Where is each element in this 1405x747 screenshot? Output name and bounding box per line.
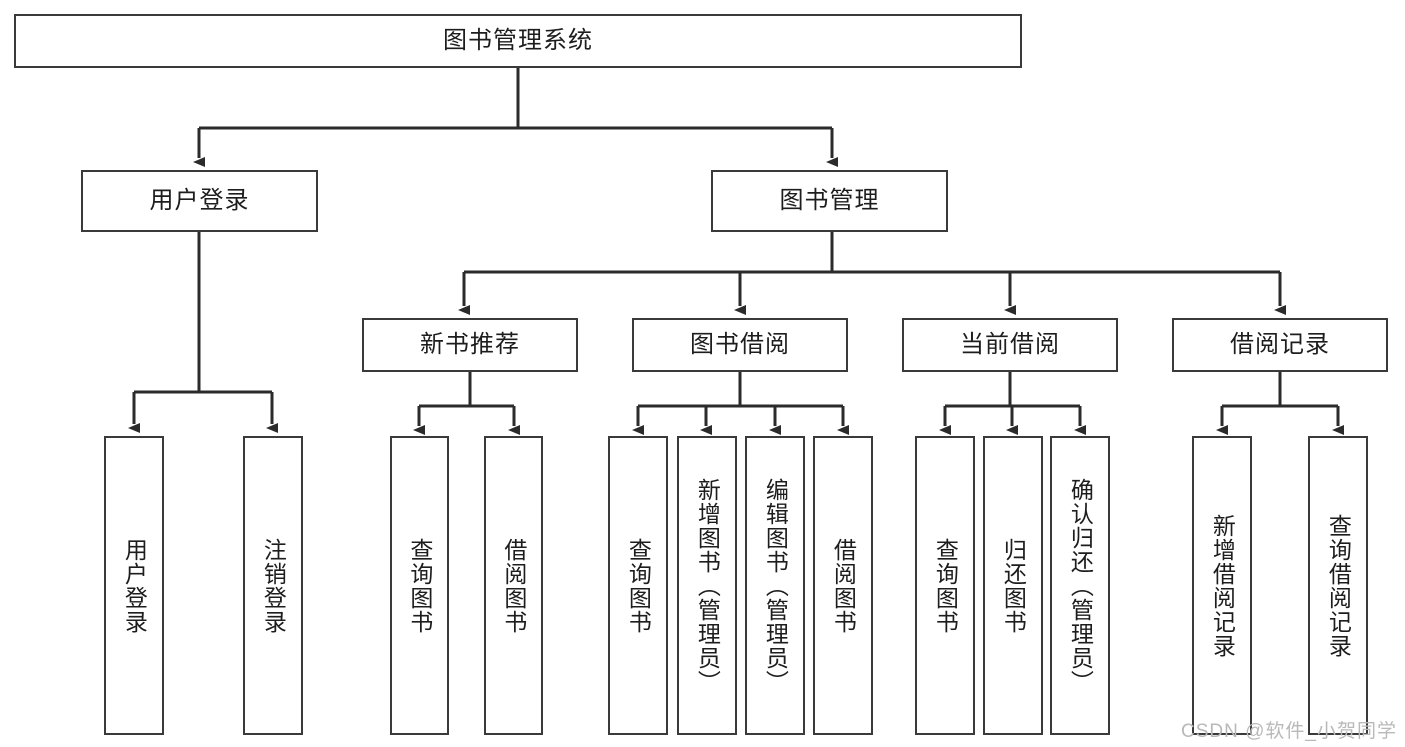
node-book-borrow[interactable]: 图书借阅 xyxy=(632,318,848,372)
leaf-borrow-add-book-admin-label: 新增图书（管理员） xyxy=(694,477,721,694)
node-current-borrow[interactable]: 当前借阅 xyxy=(902,318,1118,372)
node-root-label: 图书管理系统 xyxy=(443,26,593,54)
leaf-borrow-edit-book-admin-label: 编辑图书（管理员） xyxy=(762,477,789,694)
leaf-record-add-record[interactable]: 新增借阅记录 xyxy=(1192,436,1252,735)
leaf-user-login-login[interactable]: 用户登录 xyxy=(104,436,164,735)
node-user-login-label: 用户登录 xyxy=(149,186,250,214)
node-new-book-recommend[interactable]: 新书推荐 xyxy=(362,318,578,372)
leaf-borrow-query-book-label: 查询图书 xyxy=(625,537,652,634)
node-book-management-label: 图书管理 xyxy=(779,186,880,214)
leaf-user-login-logout[interactable]: 注销登录 xyxy=(243,436,303,735)
node-current-borrow-label: 当前借阅 xyxy=(960,330,1060,358)
leaf-user-login-logout-label: 注销登录 xyxy=(260,537,287,634)
leaf-record-add-record-label: 新增借阅记录 xyxy=(1209,513,1236,658)
leaf-borrow-query-book[interactable]: 查询图书 xyxy=(608,436,668,735)
leaf-user-login-login-label: 用户登录 xyxy=(121,537,148,634)
leaf-current-return-book[interactable]: 归还图书 xyxy=(983,436,1043,735)
node-user-login[interactable]: 用户登录 xyxy=(81,170,318,232)
leaf-recommend-query-book[interactable]: 查询图书 xyxy=(390,436,449,735)
leaf-borrow-borrow-book[interactable]: 借阅图书 xyxy=(813,436,873,735)
leaf-borrow-borrow-book-label: 借阅图书 xyxy=(830,537,857,634)
leaf-current-confirm-return-admin[interactable]: 确认归还（管理员） xyxy=(1050,436,1110,735)
leaf-current-confirm-return-admin-label: 确认归还（管理员） xyxy=(1067,477,1094,694)
leaf-recommend-borrow-book-label: 借阅图书 xyxy=(500,537,527,634)
leaf-borrow-edit-book-admin[interactable]: 编辑图书（管理员） xyxy=(745,436,805,735)
node-root[interactable]: 图书管理系统 xyxy=(14,14,1022,68)
node-borrow-record-label: 借阅记录 xyxy=(1230,330,1330,358)
leaf-record-query-record-label: 查询借阅记录 xyxy=(1325,513,1352,658)
node-borrow-record[interactable]: 借阅记录 xyxy=(1172,318,1388,372)
leaf-current-return-book-label: 归还图书 xyxy=(1000,537,1027,634)
node-book-borrow-label: 图书借阅 xyxy=(690,330,790,358)
leaf-borrow-add-book-admin[interactable]: 新增图书（管理员） xyxy=(677,436,737,735)
node-new-book-recommend-label: 新书推荐 xyxy=(420,330,520,358)
leaf-record-query-record[interactable]: 查询借阅记录 xyxy=(1308,436,1368,735)
leaf-current-query-book[interactable]: 查询图书 xyxy=(915,436,975,735)
node-book-management[interactable]: 图书管理 xyxy=(711,170,948,232)
leaf-recommend-query-book-label: 查询图书 xyxy=(406,537,433,634)
leaf-recommend-borrow-book[interactable]: 借阅图书 xyxy=(484,436,543,735)
leaf-current-query-book-label: 查询图书 xyxy=(932,537,959,634)
